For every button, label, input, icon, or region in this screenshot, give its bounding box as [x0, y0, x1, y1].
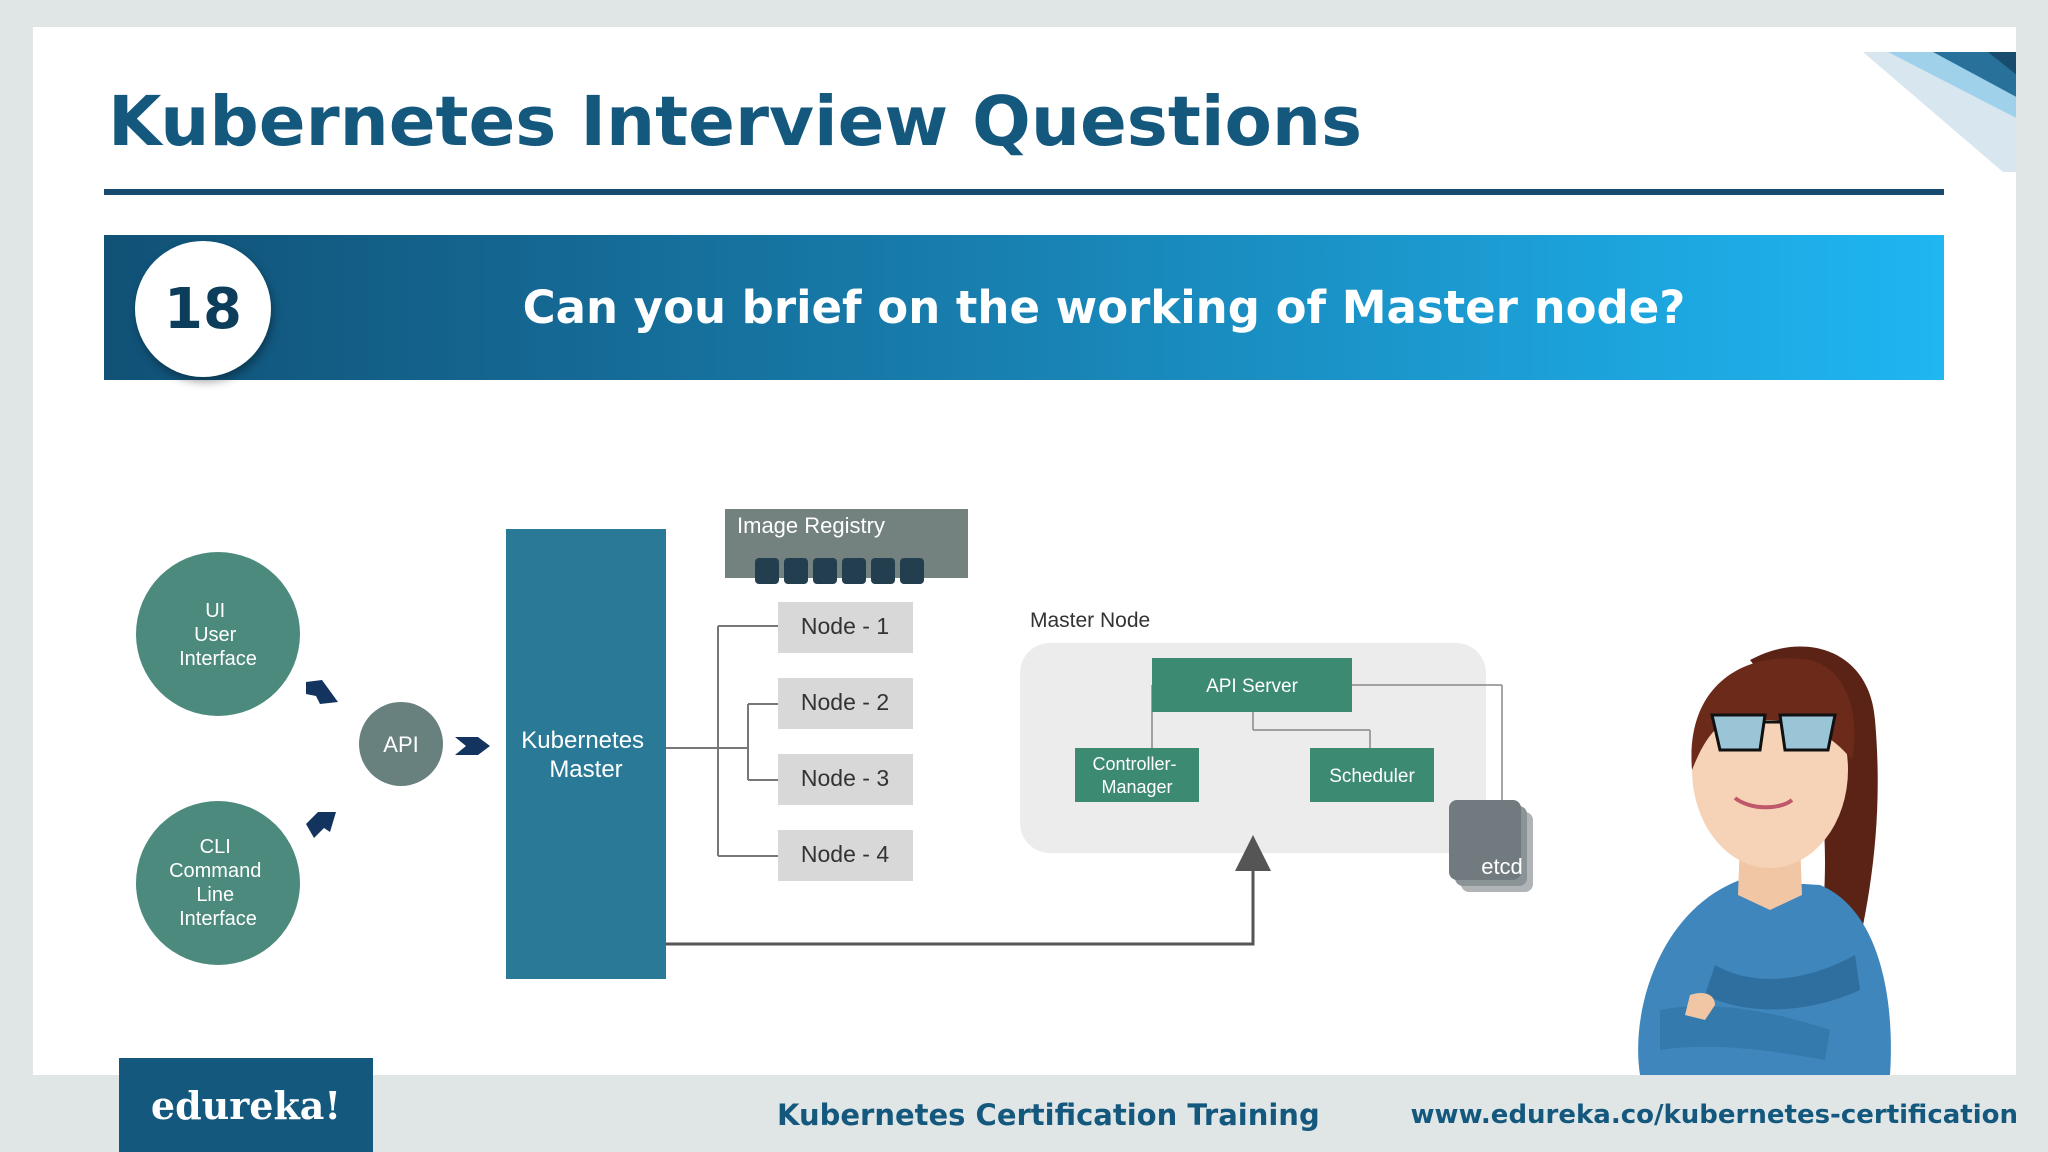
api-to-master-arrow — [455, 737, 490, 755]
footer-course-name: Kubernetes Certification Training — [777, 1098, 1320, 1132]
kubernetes-master-label-line: Master — [549, 756, 622, 783]
title-underline — [104, 189, 1944, 195]
scheduler-label: Scheduler — [1329, 766, 1415, 787]
ui-client-label: UI User Interface — [179, 600, 257, 670]
api-server-box — [1152, 658, 1352, 712]
question-text: Can you brief on the working of Master n… — [522, 281, 1686, 334]
controller-manager-label-line: Controller- — [1092, 754, 1176, 774]
kubernetes-master-label: Kubernetes Master — [521, 727, 650, 783]
api-circle — [359, 702, 443, 786]
cli-client-label: CLI Command Line Interface — [169, 836, 267, 930]
ui-client-label-line: User — [194, 624, 237, 646]
cli-client-circle — [136, 801, 300, 965]
node-label: Node - 2 — [801, 689, 889, 715]
registry-disks — [755, 558, 924, 584]
ui-client-label-line: UI — [205, 600, 225, 622]
etcd-database — [1449, 800, 1533, 892]
scheduler-box — [1310, 748, 1434, 802]
node-label: Node - 4 — [801, 841, 889, 867]
kubernetes-master-label-line: Kubernetes — [521, 727, 644, 754]
node-box — [778, 678, 913, 729]
cli-client-label-line: CLI — [200, 836, 231, 858]
node-box — [778, 754, 913, 805]
ui-to-api-arrow — [306, 680, 338, 704]
question-number-badge: 18 — [135, 241, 271, 377]
slide-title: Kubernetes Interview Questions — [108, 82, 1363, 162]
node-label: Node - 1 — [801, 613, 889, 639]
controller-manager-label: Controller- Manager — [1092, 754, 1181, 797]
cli-client-label-line: Line — [196, 884, 234, 906]
api-label: API — [383, 732, 418, 757]
slide — [33, 27, 2016, 1075]
node-label: Node - 3 — [801, 765, 889, 791]
api-server-label: API Server — [1206, 676, 1299, 697]
cli-to-api-arrow — [306, 812, 336, 838]
footer-url: www.edureka.co/kubernetes-certification — [1410, 1100, 2018, 1130]
instructor-character-illustration — [1638, 646, 1891, 1075]
controller-manager-box — [1075, 748, 1199, 802]
kubernetes-master-block — [506, 529, 666, 979]
ui-client-label-line: Interface — [179, 648, 257, 670]
master-to-api-server-line — [666, 835, 1271, 946]
controller-manager-label-line: Manager — [1101, 777, 1172, 797]
edureka-logo: edureka! — [119, 1058, 373, 1152]
master-node-title: Master Node — [1030, 609, 1150, 632]
question-banner: 18 Can you brief on the working of Maste… — [104, 235, 1944, 380]
etcd-label: etcd — [1481, 854, 1523, 879]
cli-client-label-line: Interface — [179, 908, 257, 930]
ui-client-circle — [136, 552, 300, 716]
node-box — [778, 602, 913, 653]
node-box — [778, 830, 913, 881]
image-registry-label: Image Registry — [737, 513, 885, 538]
corner-decoration — [1863, 52, 2016, 172]
node-connectors — [666, 625, 778, 857]
cli-client-label-line: Command — [169, 860, 261, 882]
